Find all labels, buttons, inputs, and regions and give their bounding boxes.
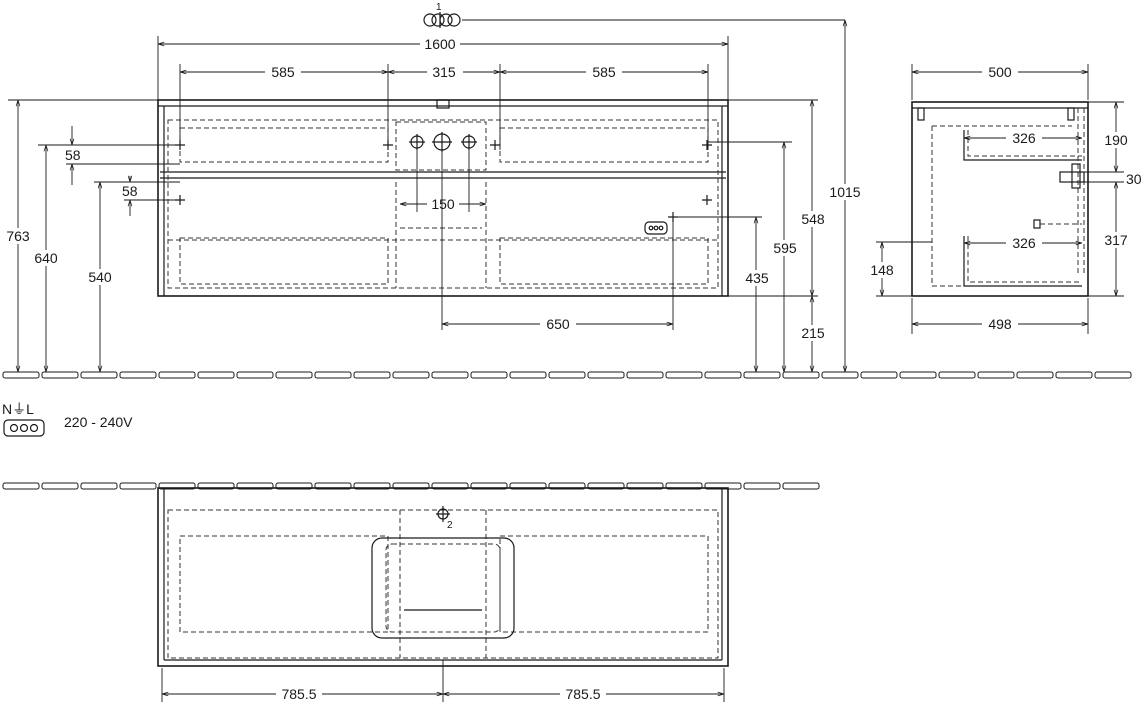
callout-1-label: 1 bbox=[436, 2, 442, 13]
floor-tile bbox=[665, 371, 703, 379]
dim-height-435: 435 bbox=[745, 270, 769, 286]
floor-tile bbox=[275, 371, 313, 379]
floor-tile bbox=[899, 371, 937, 379]
pipe-connections bbox=[409, 99, 477, 152]
floor-tile bbox=[821, 371, 859, 379]
floor-tile bbox=[2, 371, 40, 379]
callout-2-label: 2 bbox=[447, 520, 453, 531]
floor-line-front bbox=[2, 371, 1132, 379]
drawer-lower-right bbox=[499, 237, 709, 285]
floor-tile bbox=[977, 371, 1015, 379]
dim-overall-height: 1015 bbox=[829, 184, 860, 200]
dim-total-width: 1600 bbox=[424, 36, 455, 52]
dim-segment-center: 315 bbox=[432, 64, 456, 80]
electrical-legend: N⏚L 220 - 240V bbox=[2, 401, 133, 437]
basin-outline bbox=[371, 537, 515, 639]
floor-tile bbox=[1055, 371, 1093, 379]
floor-tile bbox=[119, 371, 157, 379]
terminal-labels: N⏚L bbox=[2, 401, 34, 417]
voltage-label: 220 - 240V bbox=[64, 414, 133, 430]
floor-tile bbox=[353, 371, 391, 379]
dim-half-left: 785.5 bbox=[281, 686, 316, 702]
floor-tile bbox=[782, 482, 820, 490]
dim-depth-top: 500 bbox=[988, 64, 1012, 80]
drawer-lower-left bbox=[179, 237, 389, 285]
floor-tile bbox=[1094, 371, 1132, 379]
floor-tile bbox=[860, 371, 898, 379]
floor-tile bbox=[626, 371, 664, 379]
floor-tile bbox=[743, 371, 781, 379]
floor-tile bbox=[743, 482, 781, 490]
floor-tile bbox=[587, 371, 625, 379]
dim-gap-upper: 58 bbox=[65, 147, 81, 163]
floor-tile bbox=[41, 371, 79, 379]
callout-2-symbol: 2 bbox=[436, 506, 453, 531]
floor-tile bbox=[470, 371, 508, 379]
dim-height-548: 548 bbox=[801, 211, 825, 227]
dim-height-763: 763 bbox=[6, 228, 30, 244]
floor-tile bbox=[197, 371, 235, 379]
floor-tile bbox=[431, 371, 469, 379]
dim-height-640: 640 bbox=[34, 250, 58, 266]
floor-tile bbox=[509, 371, 547, 379]
floor-tile bbox=[314, 371, 352, 379]
floor-tile bbox=[938, 371, 976, 379]
dim-drawer-depth-upper: 326 bbox=[1012, 130, 1036, 146]
drawer-upper-right bbox=[499, 127, 709, 163]
dim-depth-bottom: 498 bbox=[988, 316, 1012, 332]
dim-segment-right: 585 bbox=[592, 64, 616, 80]
dim-height-215: 215 bbox=[801, 325, 825, 341]
dim-height-317: 317 bbox=[1104, 232, 1128, 248]
floor-tile bbox=[236, 371, 274, 379]
callout-1-symbol: 1 bbox=[423, 2, 845, 28]
floor-tile bbox=[119, 482, 157, 490]
dim-height-540: 540 bbox=[88, 269, 112, 285]
dim-socket-offset: 650 bbox=[546, 316, 570, 332]
dim-height-595: 595 bbox=[773, 240, 797, 256]
floor-tile bbox=[80, 371, 118, 379]
floor-tile bbox=[158, 371, 196, 379]
floor-tile bbox=[392, 371, 430, 379]
socket-symbol-icon bbox=[3, 419, 45, 437]
dim-drawer-depth-lower: 326 bbox=[1012, 235, 1036, 251]
drawer-upper-left bbox=[179, 127, 389, 163]
floor-tile bbox=[2, 482, 40, 490]
dim-height-148: 148 bbox=[870, 262, 894, 278]
dim-segment-left: 585 bbox=[271, 64, 295, 80]
dim-gap-lower: 58 bbox=[122, 183, 138, 199]
dim-height-190: 190 bbox=[1104, 132, 1128, 148]
side-view: 500 498 326 326 190 30 317 148 bbox=[868, 64, 1142, 334]
top-view: 2 785.5 785.5 bbox=[157, 487, 729, 702]
side-cabinet-outline bbox=[911, 101, 1089, 297]
floor-tile bbox=[1016, 371, 1054, 379]
floor-tile bbox=[782, 371, 820, 379]
floor-tile bbox=[41, 482, 79, 490]
floor-tile bbox=[548, 371, 586, 379]
socket-icon bbox=[644, 221, 668, 235]
floor-tile bbox=[704, 371, 742, 379]
dim-half-right: 785.5 bbox=[565, 686, 600, 702]
dim-height-30: 30 bbox=[1126, 171, 1142, 187]
floor-tile bbox=[80, 482, 118, 490]
front-view: 1 1600 585 315 585 763 640 540 bbox=[4, 2, 864, 372]
dim-pipe-spacing: 150 bbox=[431, 196, 455, 212]
